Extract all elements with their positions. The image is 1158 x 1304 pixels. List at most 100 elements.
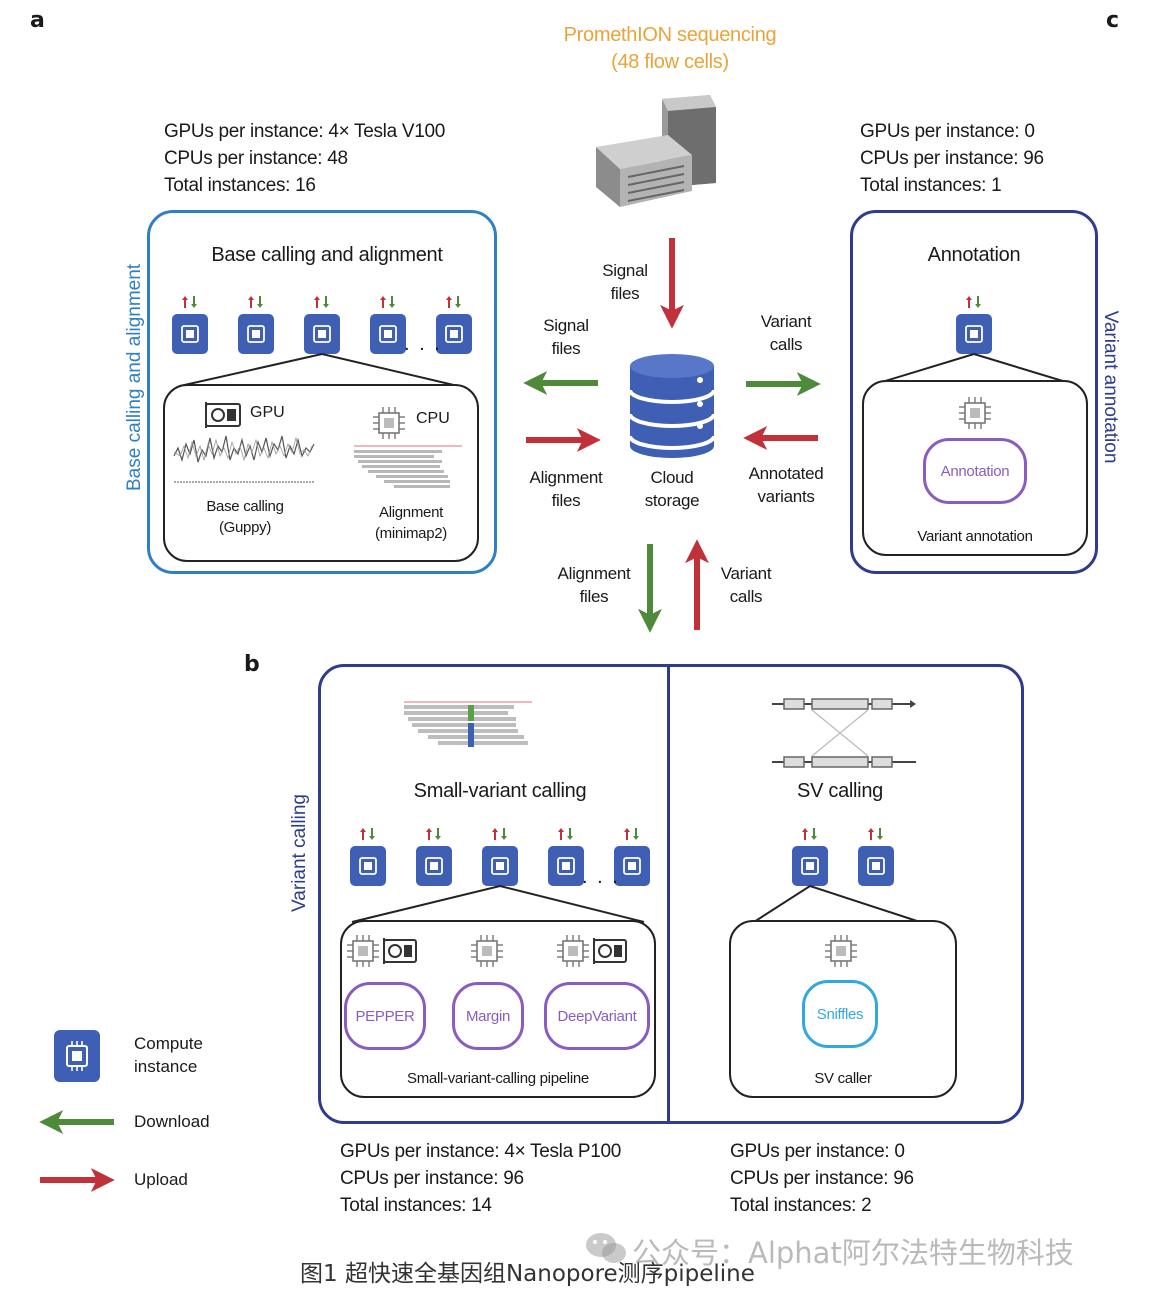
small-variant-title: Small-variant calling: [413, 780, 587, 802]
alignment-files-down-line2: files: [579, 587, 609, 606]
panel-b-stats-right: GPUs per instance: 0 CPUs per instance: …: [730, 1138, 914, 1219]
sv-diagram-icon: [772, 698, 916, 768]
legend-upload-label: Upload: [134, 1170, 188, 1189]
read-pileup-icon: [354, 445, 462, 488]
margin-node: Margin: [452, 982, 524, 1050]
legend-compute-label: Compute instance: [134, 1032, 203, 1078]
variant-calls-up-label: Variant calls: [708, 562, 784, 608]
gpu-label: GPU: [250, 404, 285, 421]
pepper-node: PEPPER: [344, 982, 426, 1050]
cpu-icon: [825, 935, 857, 967]
panel-b-left-stat-gpu: GPUs per instance: 4× Tesla P100: [340, 1141, 622, 1162]
alignment-files-in-line1: Alignment: [529, 468, 603, 487]
sniffles-node: Sniffles: [802, 980, 878, 1048]
panel-b-box: [318, 664, 1024, 1124]
sequencer-label-line1: PromethION sequencing: [563, 24, 777, 46]
legend-compute-line2: instance: [134, 1057, 198, 1076]
panel-letter-a: a: [30, 8, 45, 33]
panel-letter-c: c: [1106, 8, 1120, 33]
panel-b-left-stat-instances: Total instances: 14: [340, 1195, 492, 1216]
variant-calls-out-line1: Variant: [760, 312, 812, 331]
alignment-label: Alignment (minimap2): [346, 502, 476, 544]
gpu-card-icon: [593, 938, 627, 964]
compute-instance-icon: [370, 296, 406, 356]
signal-files-in-line1: Signal: [602, 261, 648, 280]
panel-c-stats: GPUs per instance: 0 CPUs per instance: …: [860, 118, 1044, 199]
deepvariant-node: DeepVariant: [544, 982, 650, 1050]
compute-instance-icon: [792, 828, 828, 888]
annotated-variants-line1: Annotated: [748, 464, 824, 483]
annotation-node: Annotation: [923, 438, 1027, 504]
variant-calls-out-label: Variant calls: [746, 310, 826, 356]
signal-files-out-line2: files: [551, 339, 581, 358]
sequencer-label-line2: (48 flow cells): [611, 51, 729, 73]
cpu-icon: [347, 935, 379, 967]
signal-files-in-label: Signal files: [592, 259, 658, 305]
compute-instance-icon: [436, 296, 472, 356]
signal-trace-icon: [173, 435, 315, 483]
alignment-files-in-line2: files: [551, 491, 581, 510]
alignment-files-in-label: Alignment files: [516, 466, 616, 512]
signal-files-in-line2: files: [610, 284, 640, 303]
compute-instance-icon: [858, 828, 894, 888]
base-calling-label: Base calling (Guppy): [180, 496, 310, 538]
cpu-icon: [373, 407, 405, 439]
panel-b-divider: [667, 666, 670, 1122]
panel-letter-b: b: [244, 652, 260, 677]
compute-instance-icon: [548, 828, 584, 888]
panel-a-stat-instances: Total instances: 16: [164, 175, 316, 196]
panel-b-right-stat-instances: Total instances: 2: [730, 1195, 872, 1216]
sv-calling-title: SV calling: [797, 780, 883, 802]
panel-c-stat-gpu: GPUs per instance: 0: [860, 121, 1035, 142]
panel-a-stat-cpu: CPUs per instance: 48: [164, 148, 348, 169]
alignment-files-down-line1: Alignment: [557, 564, 631, 583]
compute-instance-icon: [238, 296, 274, 356]
gpu-card-icon: [205, 402, 241, 428]
compute-instance-icon: [482, 828, 518, 888]
variant-calls-out-line2: calls: [769, 335, 803, 354]
panel-b-left-stat-cpu: CPUs per instance: 96: [340, 1168, 524, 1189]
alignment-files-down-label: Alignment files: [546, 562, 642, 608]
legend-compute-line1: Compute: [134, 1034, 203, 1053]
panel-b-right-stat-cpu: CPUs per instance: 96: [730, 1168, 914, 1189]
panel-c-stat-instances: Total instances: 1: [860, 175, 1002, 196]
alignment-label-line2: (minimap2): [374, 525, 447, 542]
watermark-text: 公众号：Alphat阿尔法特生物科技: [632, 1236, 1074, 1270]
read-pileup-icon: [404, 701, 532, 747]
panel-c-stat-cpu: CPUs per instance: 96: [860, 148, 1044, 169]
base-calling-label-line2: (Guppy): [218, 519, 272, 536]
cpu-label: CPU: [416, 410, 450, 427]
variant-calls-up-line1: Variant: [720, 564, 772, 583]
cpu-icon: [959, 397, 991, 429]
panel-c-box: [850, 210, 1098, 574]
panel-c-title: Annotation: [927, 244, 1021, 266]
database-icon: [628, 354, 716, 458]
panel-a-box: [147, 210, 497, 574]
sv-caller-caption: SV caller: [814, 1070, 872, 1087]
annotated-variants-line2: variants: [757, 487, 815, 506]
wechat-icon: [586, 1233, 626, 1263]
compute-instance-legend-icon: [54, 1030, 100, 1082]
compute-instance-icon: [956, 296, 992, 356]
small-variant-pipeline-caption: Small-variant-calling pipeline: [407, 1070, 589, 1087]
server-icon: [596, 95, 716, 207]
annotated-variants-label: Annotated variants: [734, 462, 838, 508]
panel-a-stats: GPUs per instance: 4× Tesla V100 CPUs pe…: [164, 118, 445, 199]
compute-instance-icon: [614, 828, 650, 888]
cpu-icon: [557, 935, 589, 967]
legend-download-label: Download: [134, 1112, 210, 1131]
compute-instance-icon: [416, 828, 452, 888]
cloud-storage-line1: Cloud: [650, 468, 694, 487]
panel-a-ellipsis: . . .: [404, 333, 442, 355]
compute-instance-icon: [350, 828, 386, 888]
panel-a-stat-gpu: GPUs per instance: 4× Tesla V100: [164, 121, 446, 142]
panel-b-stats-left: GPUs per instance: 4× Tesla P100 CPUs pe…: [340, 1138, 621, 1219]
panel-b-right-stat-gpu: GPUs per instance: 0: [730, 1141, 905, 1162]
sequencer-label: PromethION sequencing (48 flow cells): [520, 22, 820, 76]
signal-files-out-label: Signal files: [526, 314, 606, 360]
